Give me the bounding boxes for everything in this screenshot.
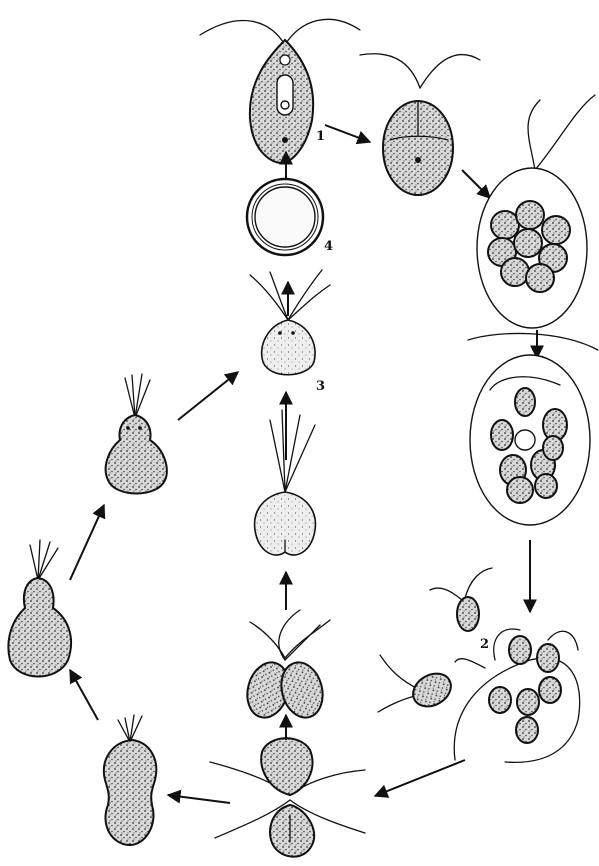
dividing-cell <box>360 54 480 195</box>
free-gamete <box>430 568 492 631</box>
arrow-to-division <box>325 125 370 142</box>
opened-sporangium <box>454 629 579 762</box>
arrow-to-round-cell <box>70 505 104 580</box>
arrow-to-fusion <box>375 760 465 796</box>
two-lobed-cell <box>104 715 156 845</box>
label-stage-2: 2 <box>480 637 489 652</box>
fusing-gametes <box>210 738 365 856</box>
sporangium-eight-cells <box>477 95 595 328</box>
arrow-to-sporangium <box>462 170 490 198</box>
round-flagellate-cell <box>106 374 167 494</box>
zygote-stage-3 <box>250 270 330 375</box>
label-stage-1: 1 <box>316 129 325 144</box>
flask-cell <box>8 540 71 677</box>
arrow-to-flask-cell <box>70 670 98 720</box>
vegetative-cell <box>200 19 360 163</box>
sporangium-gametes <box>468 333 598 525</box>
label-stage-4: 4 <box>324 239 333 254</box>
zygospore-stage-4 <box>247 179 323 255</box>
arrow-to-stage-3 <box>178 372 238 420</box>
pairing-gametes <box>241 610 330 722</box>
label-stage-3: 3 <box>316 379 325 394</box>
gamete-left <box>378 655 457 713</box>
arrow-to-left-branch <box>168 795 230 803</box>
